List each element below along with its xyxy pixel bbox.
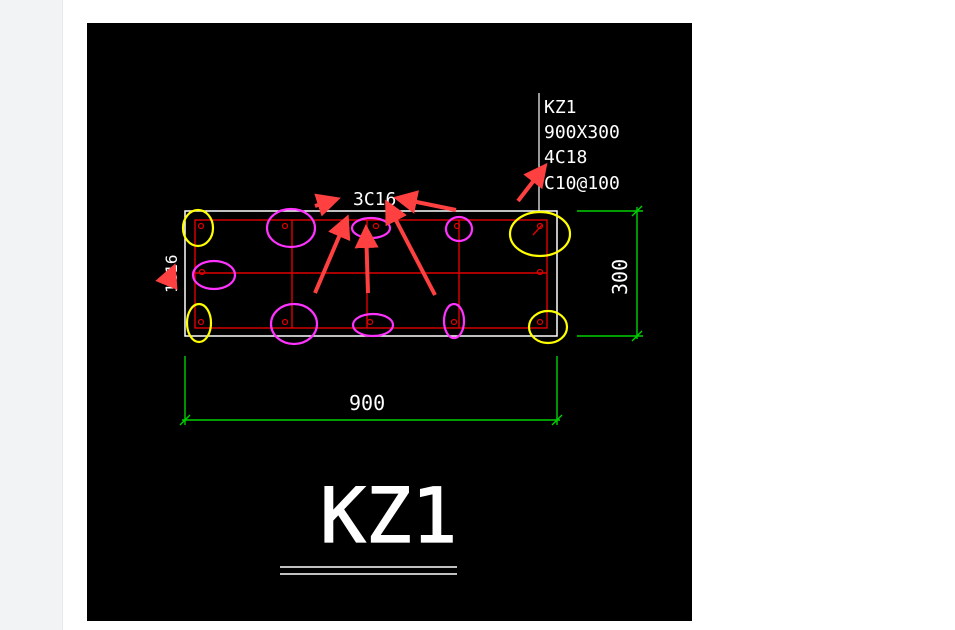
middle-bar-mark bbox=[444, 215, 474, 243]
corner-bar-mark bbox=[185, 302, 213, 344]
corner-bar-mark bbox=[527, 309, 569, 345]
callout-stirrups: C10@100 bbox=[544, 173, 620, 194]
middle-bar-mark bbox=[269, 302, 319, 346]
corner-bar-mark bbox=[508, 210, 572, 258]
height-dimension bbox=[577, 205, 643, 342]
middle-bar-mark bbox=[442, 302, 466, 340]
arrow-from-bottom-right bbox=[385, 199, 437, 296]
middle-bar-mark bbox=[351, 312, 395, 338]
arrow-to-side-label bbox=[155, 263, 178, 291]
annotation-arrows bbox=[155, 162, 548, 296]
corner-bar-marks bbox=[181, 208, 572, 345]
cad-drawing-image: KZ1 900X300 4C18 C10@100 3C16 1C16 900 bbox=[87, 23, 692, 621]
arrow-to-callout bbox=[516, 162, 548, 203]
height-dim-label: 300 bbox=[608, 259, 632, 295]
callout-corner-bars: 4C18 bbox=[544, 147, 587, 168]
arrow-from-bottom-left bbox=[313, 214, 351, 294]
callout-name: KZ1 bbox=[544, 97, 577, 118]
middle-bar-mark bbox=[191, 259, 237, 291]
drawing-title: KZ1 bbox=[320, 471, 457, 560]
middle-bar-mark bbox=[350, 216, 392, 240]
left-gutter bbox=[0, 0, 63, 630]
callout-size: 900X300 bbox=[544, 122, 620, 143]
width-dimension bbox=[179, 356, 563, 426]
arrow-right-to-label bbox=[393, 190, 457, 214]
middle-bar-mark bbox=[265, 207, 317, 249]
stirrup-lines bbox=[194, 219, 548, 329]
width-dim-label: 900 bbox=[349, 391, 385, 415]
corner-bar-mark bbox=[181, 208, 215, 248]
arrow-left-to-label bbox=[314, 193, 341, 217]
middle-bar-marks bbox=[191, 207, 474, 346]
title-underline bbox=[280, 566, 457, 575]
arrow-from-bottom-mid bbox=[354, 224, 379, 294]
column-section-drawing: KZ1 900X300 4C18 C10@100 3C16 1C16 900 bbox=[155, 93, 643, 575]
